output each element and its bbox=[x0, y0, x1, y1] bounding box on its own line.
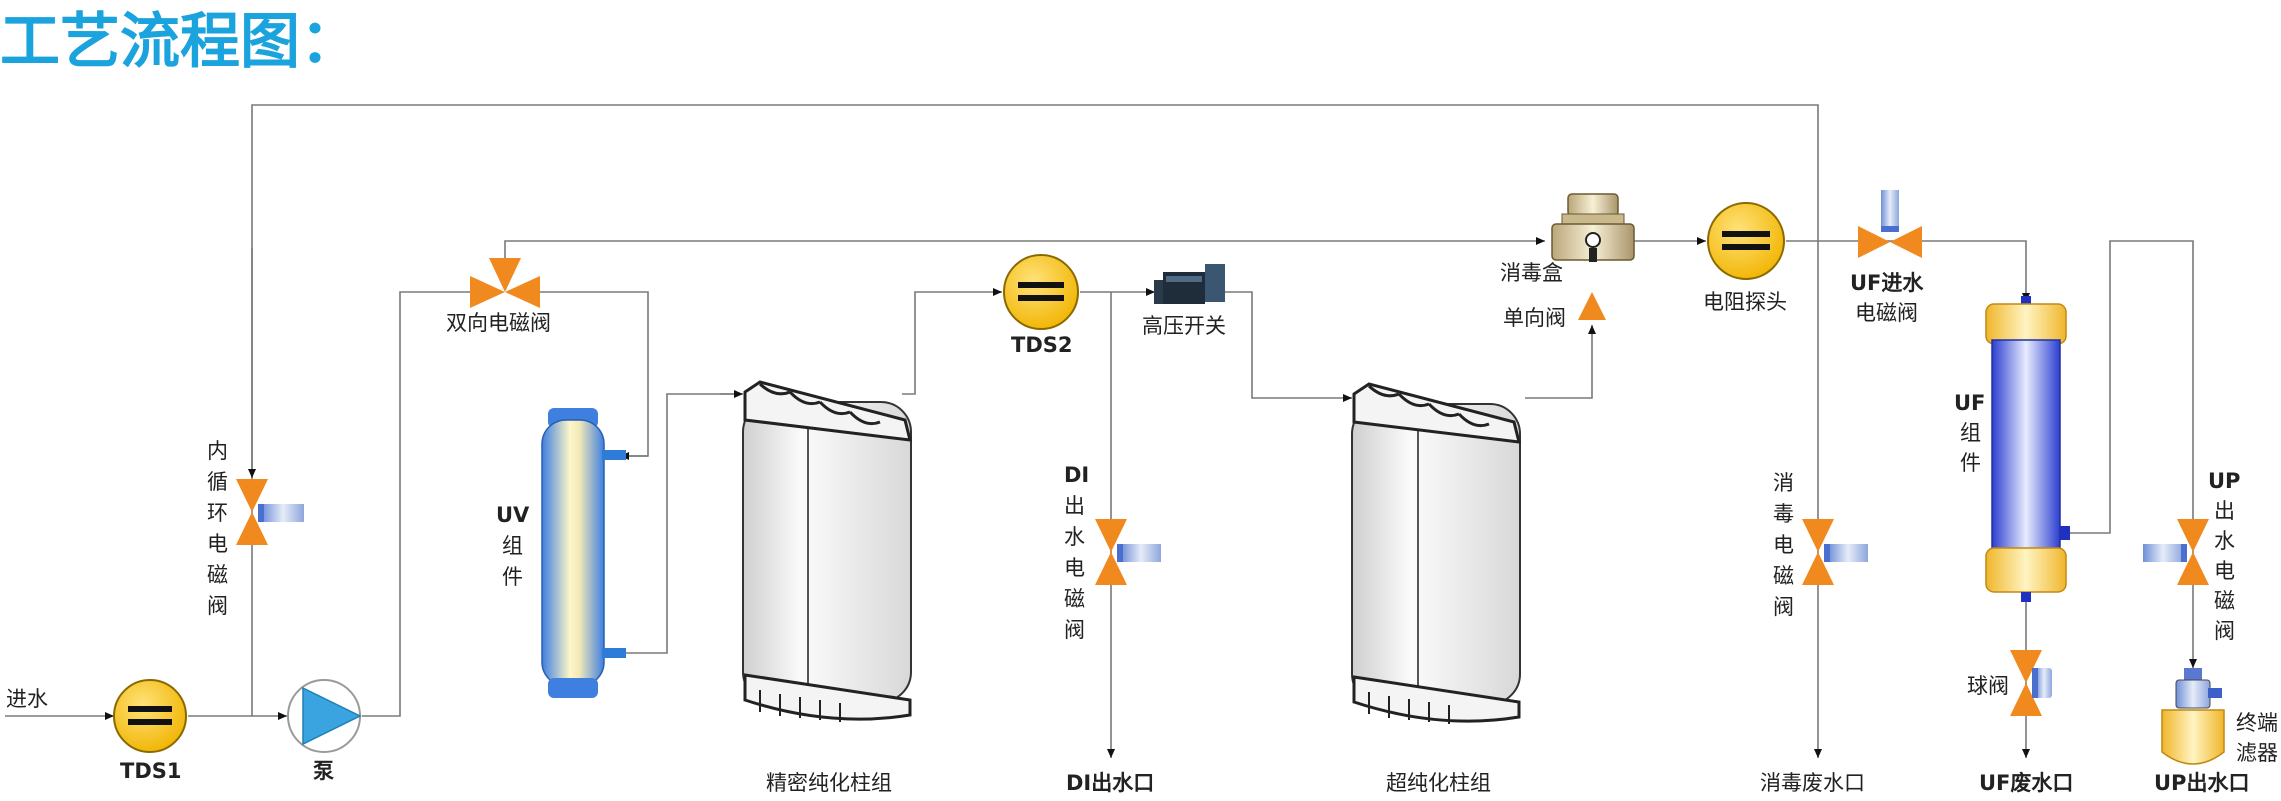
resistivity-probe-icon bbox=[1707, 202, 1785, 280]
svg-text:电: 电 bbox=[2214, 559, 2235, 583]
tds2-sensor bbox=[1003, 254, 1079, 330]
svg-text:滤器: 滤器 bbox=[2236, 741, 2278, 765]
precision-column-icon bbox=[742, 380, 912, 722]
ultra-column-label: 超纯化柱组 bbox=[1386, 771, 1491, 795]
terminal-filter-label: 终端 滤器 bbox=[2236, 711, 2278, 765]
svg-text:水: 水 bbox=[1064, 525, 1085, 549]
inlet-label: 进水 bbox=[6, 687, 48, 711]
svg-text:电: 电 bbox=[207, 532, 228, 556]
svg-text:出: 出 bbox=[1064, 494, 1085, 518]
svg-text:磁: 磁 bbox=[2214, 589, 2235, 613]
two-way-valve-label: 双向电磁阀 bbox=[446, 311, 551, 335]
svg-text:UF进水: UF进水 bbox=[1850, 271, 1924, 295]
svg-text:件: 件 bbox=[502, 565, 523, 589]
ball-valve-icon bbox=[2010, 650, 2052, 716]
svg-text:阀: 阀 bbox=[1064, 618, 1085, 642]
pump-label: 泵 bbox=[313, 759, 334, 783]
disinfect-valve-label: 消 毒 电 磁 阀 bbox=[1773, 471, 1794, 619]
svg-text:磁: 磁 bbox=[1064, 587, 1085, 611]
disinfect-box-icon bbox=[1551, 193, 1635, 262]
uf-inlet-valve-label: UF进水 电磁阀 bbox=[1850, 271, 1924, 325]
svg-text:内: 内 bbox=[207, 439, 228, 463]
di-valve-label: DI 出 水 电 磁 阀 bbox=[1064, 463, 1089, 642]
two-way-valve-icon bbox=[470, 258, 540, 308]
hp-switch-label: 高压开关 bbox=[1142, 314, 1226, 338]
svg-text:阀: 阀 bbox=[2214, 619, 2235, 643]
svg-text:电磁阀: 电磁阀 bbox=[1855, 301, 1918, 325]
svg-text:循: 循 bbox=[207, 470, 228, 494]
tds1-label: TDS1 bbox=[120, 759, 182, 783]
pump-icon bbox=[287, 679, 362, 753]
hp-switch-icon bbox=[1154, 264, 1225, 304]
terminal-filter-icon bbox=[2161, 668, 2225, 765]
inner-loop-valve-label: 内 循 环 电 磁 阀 bbox=[207, 439, 228, 618]
svg-text:电: 电 bbox=[1773, 533, 1794, 557]
svg-text:组: 组 bbox=[1960, 421, 1981, 445]
svg-text:UV: UV bbox=[496, 503, 530, 527]
uf-outlet-label: UF废水口 bbox=[1979, 771, 2073, 795]
svg-text:环: 环 bbox=[207, 501, 228, 525]
pipe-network bbox=[5, 104, 2197, 758]
ball-valve-label: 球阀 bbox=[1967, 674, 2009, 698]
disinfect-valve-icon bbox=[1802, 519, 1868, 585]
svg-text:阀: 阀 bbox=[1773, 595, 1794, 619]
check-valve-label: 单向阀 bbox=[1503, 306, 1566, 330]
uv-unit-icon bbox=[541, 408, 626, 698]
tds1-sensor bbox=[113, 679, 187, 753]
svg-text:电: 电 bbox=[1064, 556, 1085, 580]
page-title: 工艺流程图： bbox=[0, 7, 360, 77]
svg-text:消: 消 bbox=[1773, 471, 1794, 495]
svg-text:出: 出 bbox=[2214, 499, 2235, 523]
svg-text:UP: UP bbox=[2208, 469, 2240, 493]
uf-inlet-valve-icon bbox=[1858, 190, 1922, 258]
svg-text:水: 水 bbox=[2214, 529, 2235, 553]
di-valve-icon bbox=[1095, 519, 1161, 585]
svg-text:毒: 毒 bbox=[1773, 502, 1794, 526]
tds2-label: TDS2 bbox=[1011, 333, 1073, 357]
disinfect-box-label: 消毒盒 bbox=[1500, 261, 1563, 285]
inner-loop-valve-icon bbox=[236, 479, 304, 545]
svg-text:DI: DI bbox=[1064, 463, 1089, 487]
up-valve-label: UP 出 水 电 磁 阀 bbox=[2208, 469, 2240, 643]
uf-unit-label: UF 组 件 bbox=[1954, 391, 1985, 475]
di-outlet-label: DI出水口 bbox=[1066, 771, 1154, 795]
svg-text:件: 件 bbox=[1960, 451, 1981, 475]
up-outlet-label: UP出水口 bbox=[2154, 771, 2249, 795]
svg-text:磁: 磁 bbox=[1773, 564, 1794, 588]
svg-text:组: 组 bbox=[502, 534, 523, 558]
svg-text:UF: UF bbox=[1954, 391, 1985, 415]
resistivity-probe-label: 电阻探头 bbox=[1703, 290, 1787, 314]
check-valve-icon bbox=[1578, 292, 1606, 320]
ultra-column-icon bbox=[1351, 382, 1521, 724]
up-valve-icon bbox=[2143, 519, 2209, 585]
uv-unit-label: UV 组 件 bbox=[496, 503, 530, 589]
disinfect-outlet-label: 消毒废水口 bbox=[1760, 771, 1865, 795]
precision-column-label: 精密纯化柱组 bbox=[766, 771, 892, 795]
uf-unit-icon bbox=[1985, 296, 2070, 602]
svg-text:磁: 磁 bbox=[207, 563, 228, 587]
svg-text:阀: 阀 bbox=[207, 594, 228, 618]
svg-text:终端: 终端 bbox=[2236, 711, 2278, 735]
